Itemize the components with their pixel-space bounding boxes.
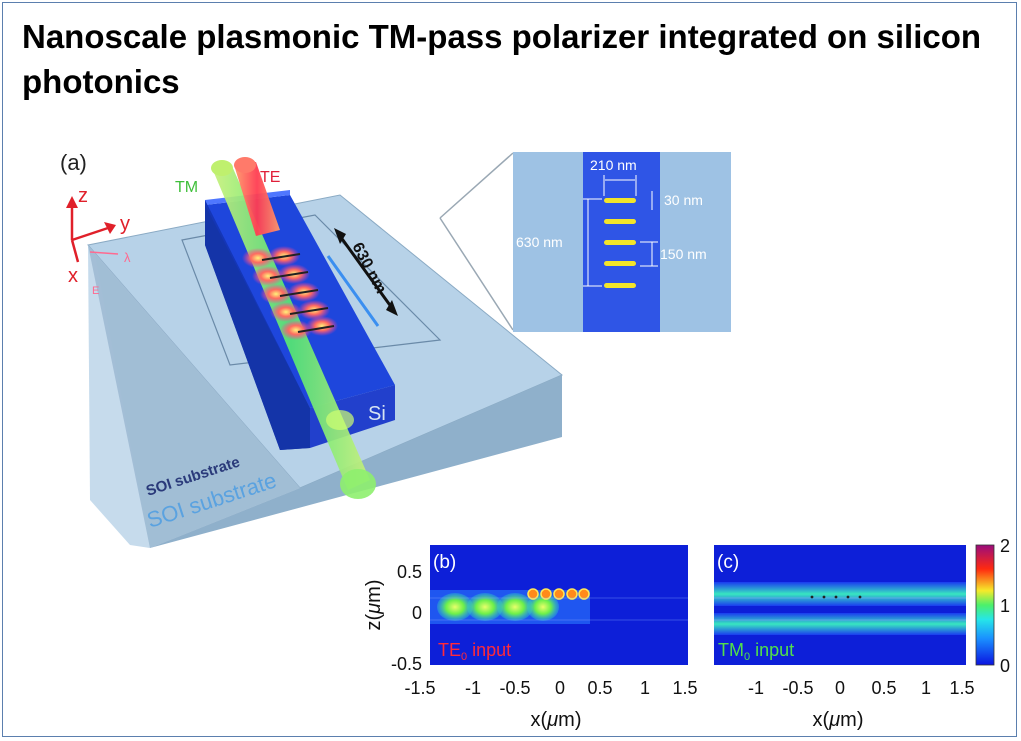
zoom-line-top [439, 152, 514, 219]
tm-beam-label: TM [175, 179, 198, 196]
te-beam [234, 157, 280, 236]
x-tick: 1 [640, 678, 650, 698]
metal-strip [604, 283, 636, 288]
y-axis-label: z(μm) [363, 580, 385, 631]
field-map-c: (c) TM0 input [714, 545, 966, 665]
y-tick: 0.5 [397, 562, 422, 582]
x-tick: -0.5 [782, 678, 813, 698]
y-tick: -0.5 [391, 654, 422, 674]
x-tick: -1.5 [404, 678, 435, 698]
axis-x-label: x [68, 265, 78, 287]
x-tick: 1.5 [949, 678, 974, 698]
colorbar-tick: 1 [1000, 596, 1010, 616]
x-tick: -1 [748, 678, 764, 698]
axes-triad: z y x λ E [66, 185, 131, 297]
colorbar: 2 1 0 [975, 536, 1010, 676]
cross-section-inset: 210 nm 30 nm 630 nm 150 nm [513, 152, 731, 332]
x-axis-label-b: x(μm) [531, 709, 582, 731]
x-tick: 0.5 [587, 678, 612, 698]
panel-a-label: (a) [60, 150, 87, 175]
x-axis-c: -1 -0.5 0 0.5 1 1.5 x(μm) [748, 678, 975, 731]
x-tick: 0 [555, 678, 565, 698]
x-tick: 0.5 [871, 678, 896, 698]
field-map-b: (b) TE0 input [430, 545, 688, 665]
colorbar-tick: 2 [1000, 536, 1010, 556]
zoom-line-bottom [439, 217, 514, 331]
pitch-dim-label: 150 nm [660, 246, 707, 262]
thickness-dim-label: 30 nm [664, 192, 703, 208]
page-title: Nanoscale plasmonic TM-pass polarizer in… [22, 18, 982, 100]
soi-substrate [87, 194, 563, 548]
panel-a: (a) [60, 150, 563, 548]
panel-b-input-label: TE0 input [438, 640, 511, 663]
wavelength-label: λ [124, 250, 131, 265]
metal-strip [604, 198, 636, 203]
x-tick: -0.5 [499, 678, 530, 698]
x-axis-b: -1.5 -1 -0.5 0 0.5 1 1.5 x(μm) [404, 678, 697, 731]
metal-strip [604, 219, 636, 224]
x-axis-label-c: x(μm) [813, 709, 864, 731]
te-beam-label: TE [260, 169, 280, 186]
panel-c-label: (c) [717, 552, 739, 573]
si-label: Si [368, 403, 386, 425]
x-tick: 1.5 [672, 678, 697, 698]
x-tick: -1 [465, 678, 481, 698]
axis-z-label: z [78, 185, 88, 207]
width-dim-label: 210 nm [590, 157, 637, 173]
x-tick: 0 [835, 678, 845, 698]
e-field-label: E [92, 285, 99, 297]
axis-y-label: y [120, 213, 130, 235]
x-tick: 1 [921, 678, 931, 698]
metal-strip [604, 261, 636, 266]
panel-b-label: (b) [433, 552, 456, 573]
plasmonic-strips [242, 246, 338, 340]
panel-c-input-label: TM0 input [718, 640, 794, 663]
colorbar-tick: 0 [1000, 656, 1010, 676]
y-axis: 0.5 0 -0.5 z(μm) [363, 562, 422, 674]
height-dim-label: 630 nm [516, 234, 563, 250]
y-tick: 0 [412, 603, 422, 623]
metal-strip [604, 240, 636, 245]
